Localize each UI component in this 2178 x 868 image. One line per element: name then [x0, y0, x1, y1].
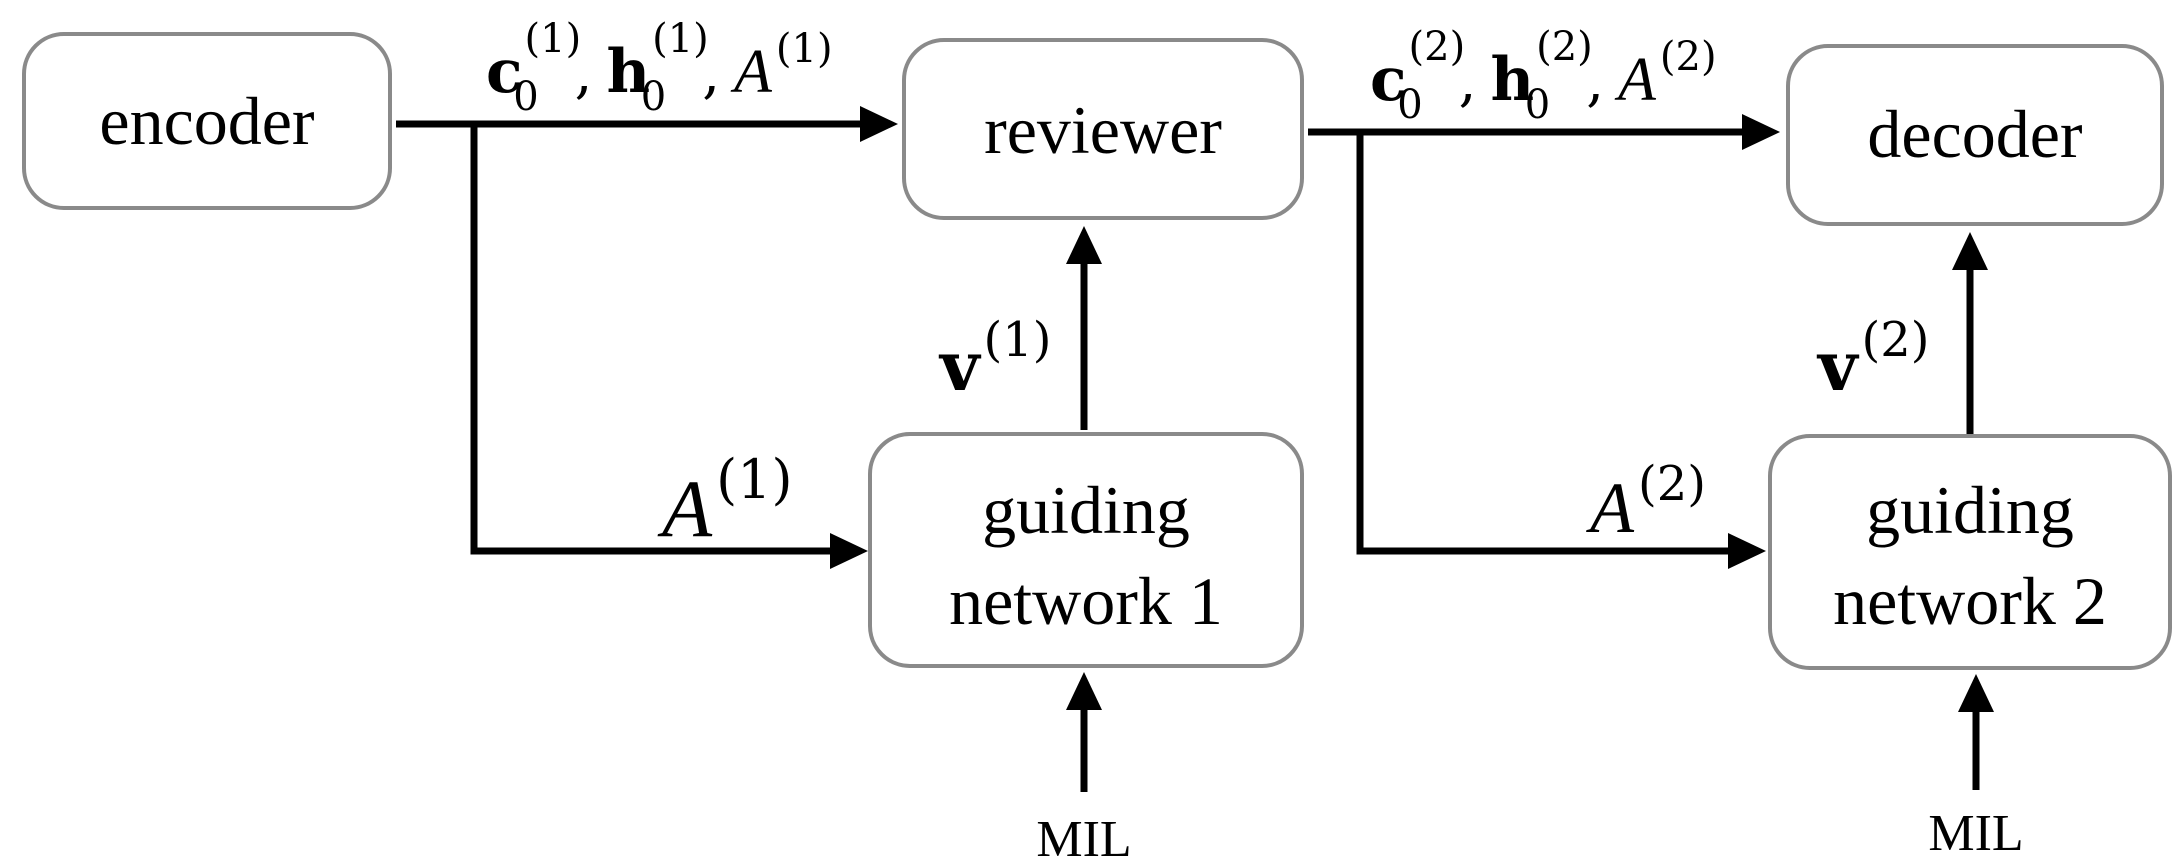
- guiding-network-2-label-line1: guiding: [1866, 472, 2074, 548]
- guiding-network-1-label-line2: network 1: [949, 563, 1223, 639]
- mil-input-2: MIL: [1928, 805, 2023, 862]
- edge-guiding-2-to-decoder: [1952, 232, 1988, 434]
- label-guidance-vector-2: v(2): [1816, 312, 1930, 407]
- guiding-network-1-label-line1: guiding: [982, 472, 1190, 548]
- label-state-2: c(2)0,h(2)0,A(2): [1370, 24, 1717, 128]
- label-attention-2: A(2): [1586, 456, 1706, 548]
- edge-mil-to-guiding-2: [1958, 674, 1994, 790]
- edge-reviewer-to-guiding-2: [1356, 132, 1766, 569]
- decoder-label: decoder: [1867, 96, 2083, 172]
- guiding-network-2-node: guiding network 2: [1768, 434, 2172, 670]
- decoder-node: decoder: [1786, 44, 2164, 226]
- edge-mil-to-guiding-1: [1066, 672, 1102, 792]
- mil-input-1: MIL: [1036, 811, 1131, 868]
- label-state-1: c(1)0,h(1)0,A(1): [486, 16, 833, 120]
- reviewer-node: reviewer: [902, 38, 1304, 220]
- guiding-network-1-node: guiding network 1: [868, 432, 1304, 668]
- encoder-label: encoder: [99, 83, 315, 159]
- encoder-node: encoder: [22, 32, 392, 210]
- reviewer-label: reviewer: [984, 92, 1222, 168]
- label-guidance-vector-1: v(1): [938, 312, 1052, 407]
- edge-guiding-1-to-reviewer: [1066, 226, 1102, 430]
- label-attention-1: A(1): [657, 448, 793, 554]
- guiding-network-2-label-line2: network 2: [1833, 563, 2107, 639]
- edge-reviewer-to-decoder: [1308, 114, 1780, 150]
- edge-encoder-to-guiding-1: [470, 124, 868, 569]
